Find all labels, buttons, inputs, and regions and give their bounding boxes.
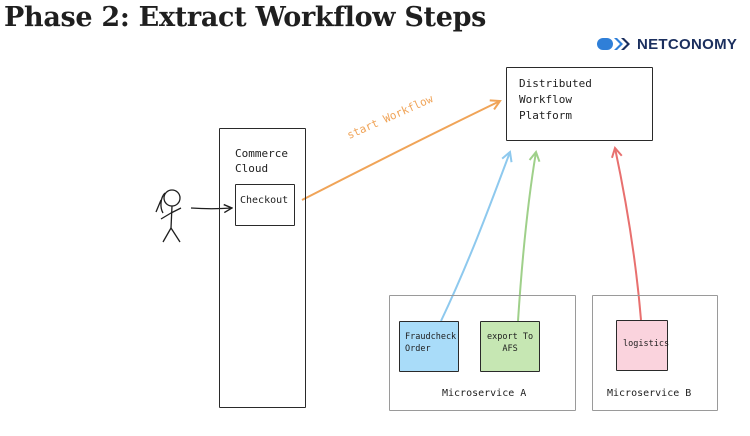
logistics-box: logistics [616,320,670,371]
page-title: Phase 2: Extract Workflow Steps [4,2,487,33]
fraudcheck-arrow [440,152,510,322]
export-to-afs-box: export To AFS [480,321,540,372]
brand-name: NETCONOMY [637,35,738,53]
microservice-a-label: Microservice A [442,388,527,399]
commerce-cloud-label: Commerce Cloud [235,147,288,175]
logistics-arrow [615,148,642,321]
distributed-workflow-platform-box: Distributed Workflow Platform [506,67,653,141]
checkout-label: Checkout [240,195,289,206]
platform-label: Distributed Workflow Platform [519,77,592,122]
export-arrow [517,152,536,322]
user-to-checkout-arrow [190,208,232,209]
export-to-afs-label: export To AFS [487,332,534,354]
user-stick-figure-icon [155,189,182,243]
microservice-b-label: Microservice B [607,388,692,399]
checkout-box: Checkout [235,184,295,226]
microservice-b-box: Microservice B [592,295,718,411]
start-workflow-arrow [301,101,500,201]
microservice-a-box: Microservice A [389,295,576,411]
fraudcheck-order-label: Fraudcheck Order [405,332,457,354]
netconomy-logo: NETCONOMY [597,34,737,54]
fraudcheck-order-box: Fraudcheck Order [399,321,459,372]
commerce-cloud-box: Commerce Cloud [219,128,306,408]
logistics-label: logistics [623,339,670,349]
brand-chevrons-icon [597,38,630,50]
